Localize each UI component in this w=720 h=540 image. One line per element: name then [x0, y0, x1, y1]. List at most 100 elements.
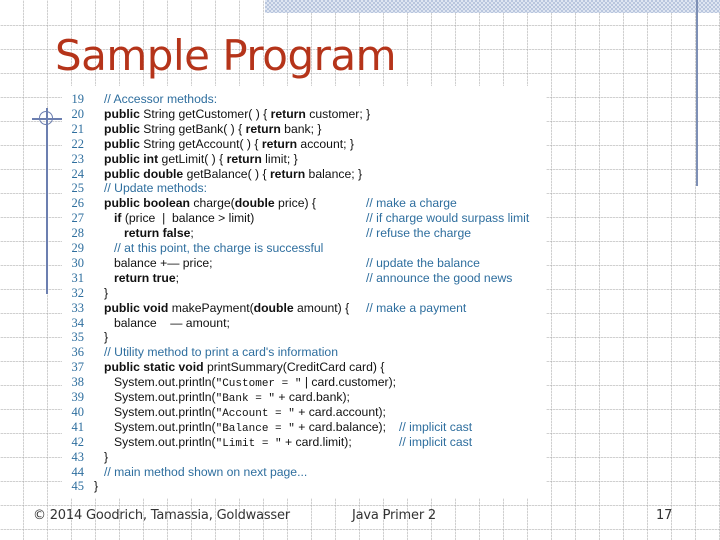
code-listing: 19 // Accessor methods: 20 public String ge… — [62, 86, 546, 498]
code-text: System.out.println("Bank = " + card.bank… — [114, 390, 350, 407]
line-number: 34 — [71, 315, 85, 330]
code-token: account; } — [297, 136, 354, 151]
line-number: 24 — [71, 166, 85, 181]
footer-course-title: Java Primer 2 — [352, 508, 436, 523]
code-comment: // Accessor methods: — [104, 92, 218, 106]
code-keyword: if — [114, 211, 122, 226]
code-text: // Update methods: — [104, 181, 207, 196]
code-token: price) { — [274, 196, 316, 211]
line-number: 32 — [71, 285, 85, 300]
code-keyword: return false — [124, 226, 191, 241]
code-text: public static void printSummary(CreditCa… — [104, 360, 384, 375]
code-text: System.out.println("Account = " + card.a… — [114, 405, 386, 422]
code-text: } — [94, 479, 98, 494]
code-keyword: public — [104, 136, 140, 151]
code-token: customer; } — [305, 106, 371, 121]
code-text: if (price | balance > limit) — [114, 211, 254, 226]
decorative-vertical-rule — [696, 0, 698, 186]
code-inline-comment: // make a payment — [366, 300, 467, 315]
code-token: bank; } — [280, 121, 322, 136]
line-number: 30 — [71, 255, 85, 270]
code-keyword: public static void — [104, 360, 204, 375]
code-token: getLimit( ) { — [158, 151, 227, 166]
line-number: 39 — [71, 390, 85, 404]
code-comment: // Utility method to print a card's info… — [104, 345, 338, 360]
code-text: // Accessor methods: — [104, 92, 217, 107]
crosshair-circle — [39, 111, 53, 125]
line-number: 21 — [71, 121, 85, 136]
code-keyword: public void — [104, 300, 169, 315]
line-number: 45 — [71, 479, 85, 494]
line-number: 36 — [71, 345, 85, 360]
code-keyword: public boolean — [104, 196, 190, 211]
code-inline-comment: // update the balance — [366, 255, 480, 270]
line-number: 38 — [71, 375, 85, 390]
footer-copyright: © 2014 Goodrich, Tamassia, Goldwasser — [33, 508, 290, 523]
line-number: 27 — [71, 211, 85, 226]
code-token: + card.limit); — [281, 434, 352, 449]
code-token: limit; } — [261, 151, 298, 166]
code-token: balance — amount; — [114, 315, 230, 330]
footer-page-number: 17 — [656, 508, 673, 523]
line-number: 28 — [71, 226, 85, 241]
code-text: return true; — [114, 271, 179, 286]
code-text: System.out.println("Customer = " | card.… — [114, 375, 396, 392]
code-keyword: public — [104, 121, 140, 136]
code-comment: // Update methods: — [104, 181, 207, 196]
code-text: public String getCustomer( ) { return cu… — [104, 107, 370, 122]
code-token: String getAccount( ) { — [139, 136, 262, 151]
line-number: 33 — [71, 300, 85, 315]
code-text: // Utility method to print a card's info… — [104, 345, 338, 360]
code-keyword: return — [270, 106, 306, 121]
code-token: balance +— price; — [114, 255, 213, 270]
code-inline-comment: // refuse the charge — [366, 226, 472, 241]
code-text: balance — amount; — [114, 316, 230, 331]
code-token: ; — [175, 270, 180, 285]
code-keyword: return — [245, 121, 281, 136]
code-string: "Bank = " — [215, 393, 276, 405]
line-number: 20 — [71, 106, 85, 121]
code-inline-comment: // make a charge — [366, 196, 457, 211]
code-token: String getCustomer( ) { — [139, 106, 271, 121]
code-token: ; — [190, 226, 194, 241]
line-number: 42 — [71, 434, 85, 449]
code-text: public String getAccount( ) { return acc… — [104, 137, 354, 152]
line-number: 31 — [71, 270, 85, 285]
code-string: "Customer = " — [215, 378, 302, 391]
slide-title: Sample Program — [55, 31, 397, 80]
code-token: System.out.println( — [114, 404, 216, 419]
code-string: "Balance = " — [215, 422, 295, 435]
code-token: + card.bank); — [275, 390, 350, 404]
code-token: amount) { — [293, 300, 350, 315]
line-number: 40 — [71, 404, 85, 419]
code-text: public double getBalance( ) { return bal… — [104, 167, 362, 182]
code-keyword: double — [234, 196, 275, 211]
line-number: 44 — [71, 464, 85, 479]
code-keyword: return — [261, 136, 298, 151]
code-inline-comment: // implicit cast — [399, 419, 473, 434]
code-token: + card.account); — [294, 404, 386, 419]
code-text: System.out.println("Balance = " + card.b… — [114, 420, 386, 437]
code-keyword: public int — [104, 151, 159, 166]
code-token: | card.customer); — [301, 375, 397, 390]
code-comment: // at this point, the charge is successf… — [114, 241, 324, 255]
code-inline-comment: // if charge would surpass limit — [366, 211, 530, 226]
code-string: "Account = " — [215, 407, 295, 420]
code-token: } — [94, 479, 99, 494]
code-string: "Limit = " — [215, 437, 282, 450]
line-number: 35 — [71, 330, 85, 345]
code-inline-comment: // announce the good news — [366, 270, 513, 285]
code-keyword: return — [226, 151, 262, 166]
line-number: 19 — [71, 92, 85, 106]
code-text: // at this point, the charge is successf… — [114, 241, 323, 256]
decorative-header-band — [265, 0, 720, 13]
code-token: } — [104, 285, 109, 300]
code-text: public void makePayment(double amount) { — [104, 301, 349, 316]
code-keyword: return true — [114, 270, 176, 285]
code-token: } — [104, 330, 109, 345]
code-text: public boolean charge(double price) { — [104, 196, 316, 211]
code-text: public String getBank( ) { return bank; … — [104, 122, 321, 137]
code-text: public int getLimit( ) { return limit; } — [104, 152, 298, 167]
code-token: String getBank( ) { — [139, 121, 246, 136]
code-inline-comment: // implicit cast — [399, 434, 473, 449]
